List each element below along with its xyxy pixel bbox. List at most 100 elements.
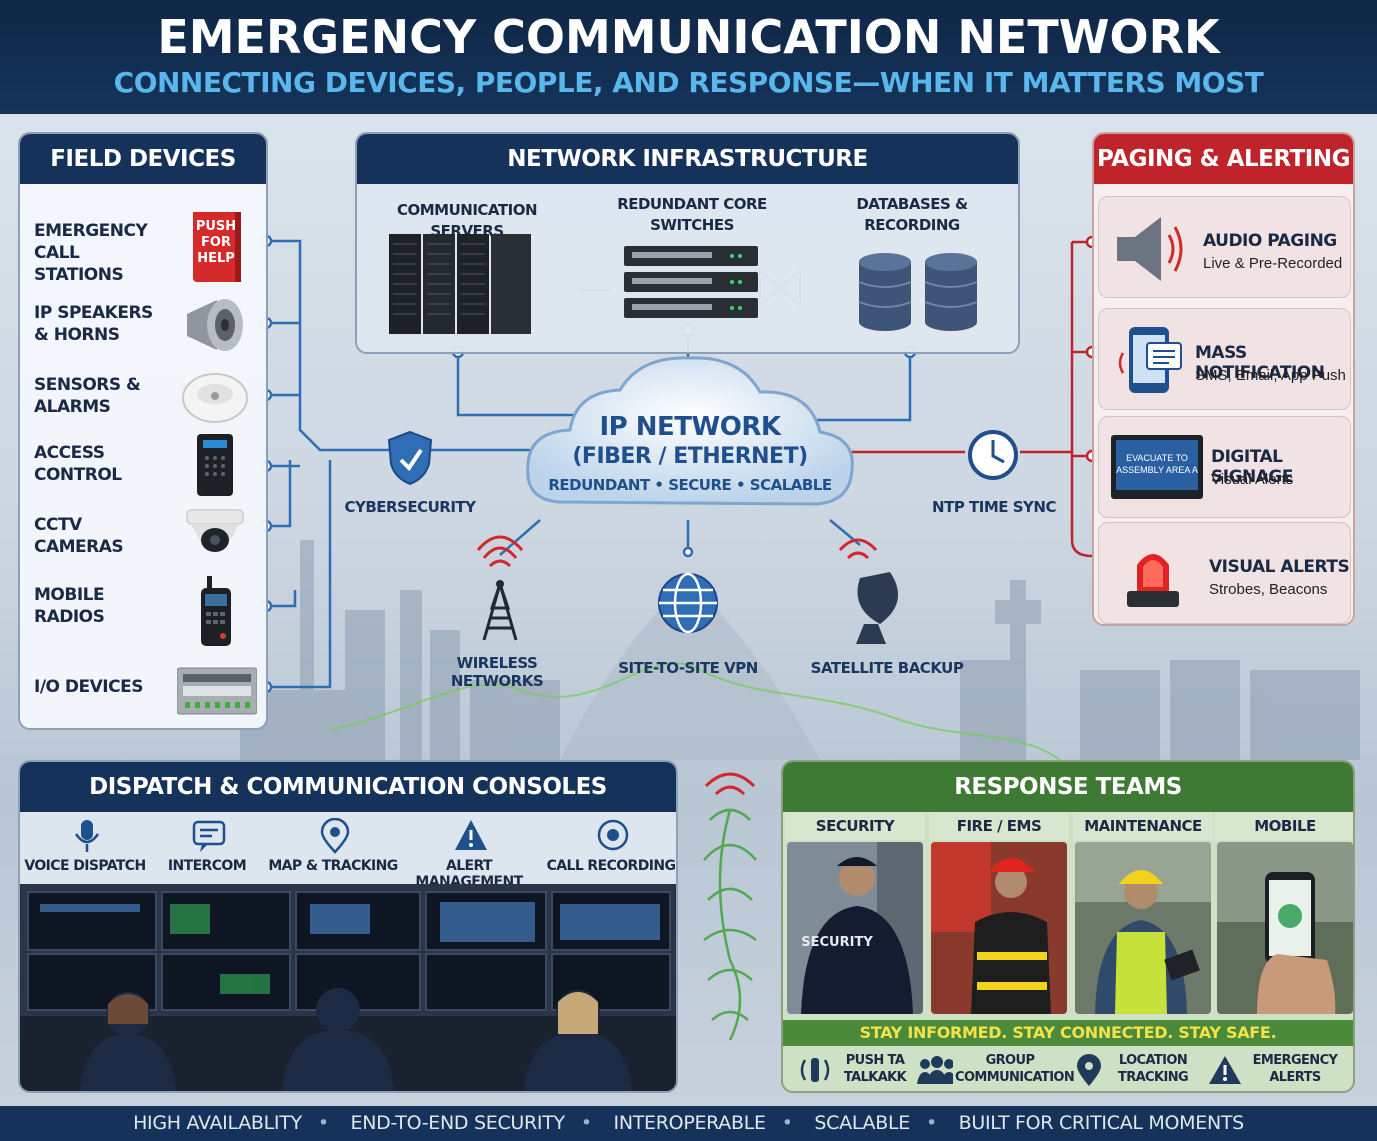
paging-card-mass-notification[interactable]: MASS NOTIFICATION SMS, Email, App Push <box>1098 308 1351 410</box>
paging-card-title: AUDIO PAGING <box>1203 231 1337 251</box>
field-devices-title: FIELD DEVICES <box>20 134 266 184</box>
dispatch-item-voice[interactable]: VOICE DISPATCH <box>20 818 150 888</box>
speaker-icon <box>1111 209 1191 289</box>
response-teams-panel: RESPONSE TEAMS SECURITY SECURITY FIRE / … <box>781 760 1355 1093</box>
paging-card-sub: Live & Pre-Recorded <box>1203 255 1343 272</box>
field-device-io-devices[interactable]: I/O DEVICES <box>32 658 258 720</box>
horn-speaker-icon <box>177 294 252 356</box>
field-device-label: I/O DEVICES <box>34 677 143 697</box>
wireless-label: WIRELESS NETWORKS <box>450 654 544 690</box>
cloud-title: IP NETWORK <box>599 412 782 442</box>
shield-icon <box>387 430 433 486</box>
io-module-icon <box>176 658 258 720</box>
field-device-label: EMERGENCY CALL STATIONS <box>34 221 148 285</box>
satellite-label: SATELLITE BACKUP <box>810 659 964 677</box>
core-switches-icon <box>624 246 758 318</box>
firefighter-photo <box>931 842 1067 1014</box>
switches-label: REDUNDANT CORE SWITCHES <box>617 195 767 234</box>
field-device-label: CCTV CAMERAS <box>34 515 124 557</box>
paging-card-sub: Visual Alerts <box>1211 471 1294 488</box>
footer-item: HIGH AVAILABLITY <box>133 1112 302 1134</box>
team-fire-ems[interactable]: FIRE / EMS <box>929 812 1069 1022</box>
paging-card-visual-alerts[interactable]: VISUAL ALERTS Strobes, Beacons <box>1098 522 1351 624</box>
team-label: MOBILE WORKERS <box>1215 812 1353 863</box>
globe-icon <box>658 572 718 634</box>
paging-card-digital-signage[interactable]: EVACUATE TO ASSEMBLY AREA A DIGITAL SIGN… <box>1098 416 1351 518</box>
group-icon <box>917 1056 953 1084</box>
wireless-tower-icon <box>476 535 524 641</box>
microphone-icon <box>74 820 100 852</box>
dispatch-item-alert[interactable]: ALERT MANAGEMENT <box>404 818 534 890</box>
keypad-icon <box>177 434 252 496</box>
map-pin-icon <box>320 818 350 854</box>
dispatch-item-label: VOICE DISPATCH <box>24 858 146 874</box>
team-security[interactable]: SECURITY SECURITY <box>785 812 925 1022</box>
network-infrastructure-panel: NETWORK INFRASTRUCTURE COMMUNICATION SER… <box>355 132 1020 354</box>
paging-card-title: DIGITAL SIGNAGE <box>1211 447 1293 487</box>
paging-card-sub: Strobes, Beacons <box>1209 581 1328 598</box>
field-device-cctv-cameras[interactable]: CCTV CAMERAS <box>32 506 257 568</box>
page-subtitle: CONNECTING DEVICES, PEOPLE, AND RESPONSE… <box>113 66 1264 99</box>
paging-card-title: VISUAL ALERTS <box>1209 557 1350 577</box>
satellite-dish-icon <box>838 538 898 644</box>
team-label: FIRE / EMS <box>929 812 1069 840</box>
header-banner: EMERGENCY COMMUNICATION NETWORK CONNECTI… <box>0 0 1377 114</box>
page-title: EMERGENCY COMMUNICATION NETWORK <box>157 10 1220 64</box>
field-devices-panel: FIELD DEVICES EMERGENCY CALL STATIONS PU… <box>18 132 268 730</box>
footer-item: SCALABLE <box>814 1112 910 1134</box>
dispatch-item-label: CALL RECORDING <box>546 858 676 874</box>
paging-card-title: MASS NOTIFICATION <box>1195 343 1325 383</box>
footer-bar: HIGH AVAILABLITY• END-TO-END SECURITY• I… <box>0 1106 1377 1141</box>
team-label: MAINTENANCE <box>1073 812 1213 840</box>
field-device-label: SENSORS & ALARMS <box>34 375 141 417</box>
svg-text:HELP: HELP <box>197 251 235 266</box>
cloud-subtitle: (FIBER / ETHERNET) <box>572 444 808 469</box>
feature-label: EMERGENCY ALERTS <box>1252 1053 1338 1085</box>
dome-camera-icon <box>177 506 252 568</box>
field-device-sensors-alarms[interactable]: SENSORS & ALARMS <box>32 366 257 428</box>
paging-card-sub: SMS, Email, App Push <box>1195 367 1346 384</box>
ntp-label: NTP TIME SYNC <box>932 498 1056 516</box>
signage-icon: EVACUATE TO ASSEMBLY AREA A <box>1111 435 1203 499</box>
team-label: SECURITY <box>785 812 925 840</box>
vpn-label: SITE-TO-SITE VPN <box>618 659 758 677</box>
mobile-worker-photo <box>1217 842 1353 1014</box>
security-badge: SECURITY <box>801 935 873 950</box>
radio-icon <box>177 570 252 646</box>
dispatch-item-map[interactable]: MAP & TRACKING <box>268 818 398 888</box>
field-device-ip-speakers[interactable]: IP SPEAKERS & HORNS <box>32 294 257 356</box>
maintenance-worker-photo <box>1075 842 1211 1014</box>
dispatch-console-scene <box>20 884 676 1091</box>
field-device-access-control[interactable]: ACCESS CONTROL <box>32 434 257 496</box>
dispatch-item-intercom[interactable]: INTERCOM <box>142 818 272 888</box>
team-mobile-workers[interactable]: MOBILE WORKERS <box>1215 812 1353 1022</box>
phone-notification-icon <box>1113 323 1193 403</box>
ip-network-cloud[interactable] <box>520 352 860 522</box>
paging-card-audio[interactable]: AUDIO PAGING Live & Pre-Recorded <box>1098 196 1351 298</box>
paging-alerting-panel: PAGING & ALERTING AUDIO PAGING Live & Pr… <box>1092 132 1355 626</box>
response-slogan: STAY INFORMED. STAY CONNECTED. STAY SAFE… <box>783 1020 1353 1046</box>
svg-text:FOR: FOR <box>201 235 231 250</box>
warning-icon <box>455 820 487 850</box>
feature-label: LOCATION TRACKING <box>1117 1053 1189 1085</box>
signage-text: EVACUATE TO ASSEMBLY AREA A <box>1116 440 1198 490</box>
field-device-mobile-radios[interactable]: MOBILE RADIOS <box>32 570 257 646</box>
dispatch-item-recording[interactable]: CALL RECORDING <box>546 818 676 888</box>
dispatch-item-label: MAP & TRACKING <box>268 858 398 874</box>
field-device-label: MOBILE RADIOS <box>34 585 105 627</box>
dispatch-item-label: INTERCOM <box>167 858 247 874</box>
location-pin-icon <box>1077 1054 1101 1086</box>
call-station-icon: PUSH FOR HELP <box>177 206 252 282</box>
footer-item: END-TO-END SECURITY <box>350 1112 566 1134</box>
team-maintenance[interactable]: MAINTENANCE <box>1073 812 1213 1022</box>
industrial-skyline-background <box>240 540 1360 760</box>
alert-triangle-icon <box>1209 1056 1241 1084</box>
database-cylinders-icon <box>858 253 978 331</box>
databases-label: DATABASES & RECORDING <box>856 195 968 234</box>
beacon-icon <box>1123 537 1203 617</box>
dispatch-title: DISPATCH & COMMUNICATION CONSOLES <box>20 762 676 812</box>
dispatch-consoles-panel: DISPATCH & COMMUNICATION CONSOLES VOICE … <box>18 760 678 1093</box>
network-infrastructure-title: NETWORK INFRASTRUCTURE <box>357 134 1018 184</box>
footer-item: INTEROPERABLE <box>613 1112 767 1134</box>
field-device-emergency-call-stations[interactable]: EMERGENCY CALL STATIONS PUSH FOR HELP <box>32 206 257 285</box>
